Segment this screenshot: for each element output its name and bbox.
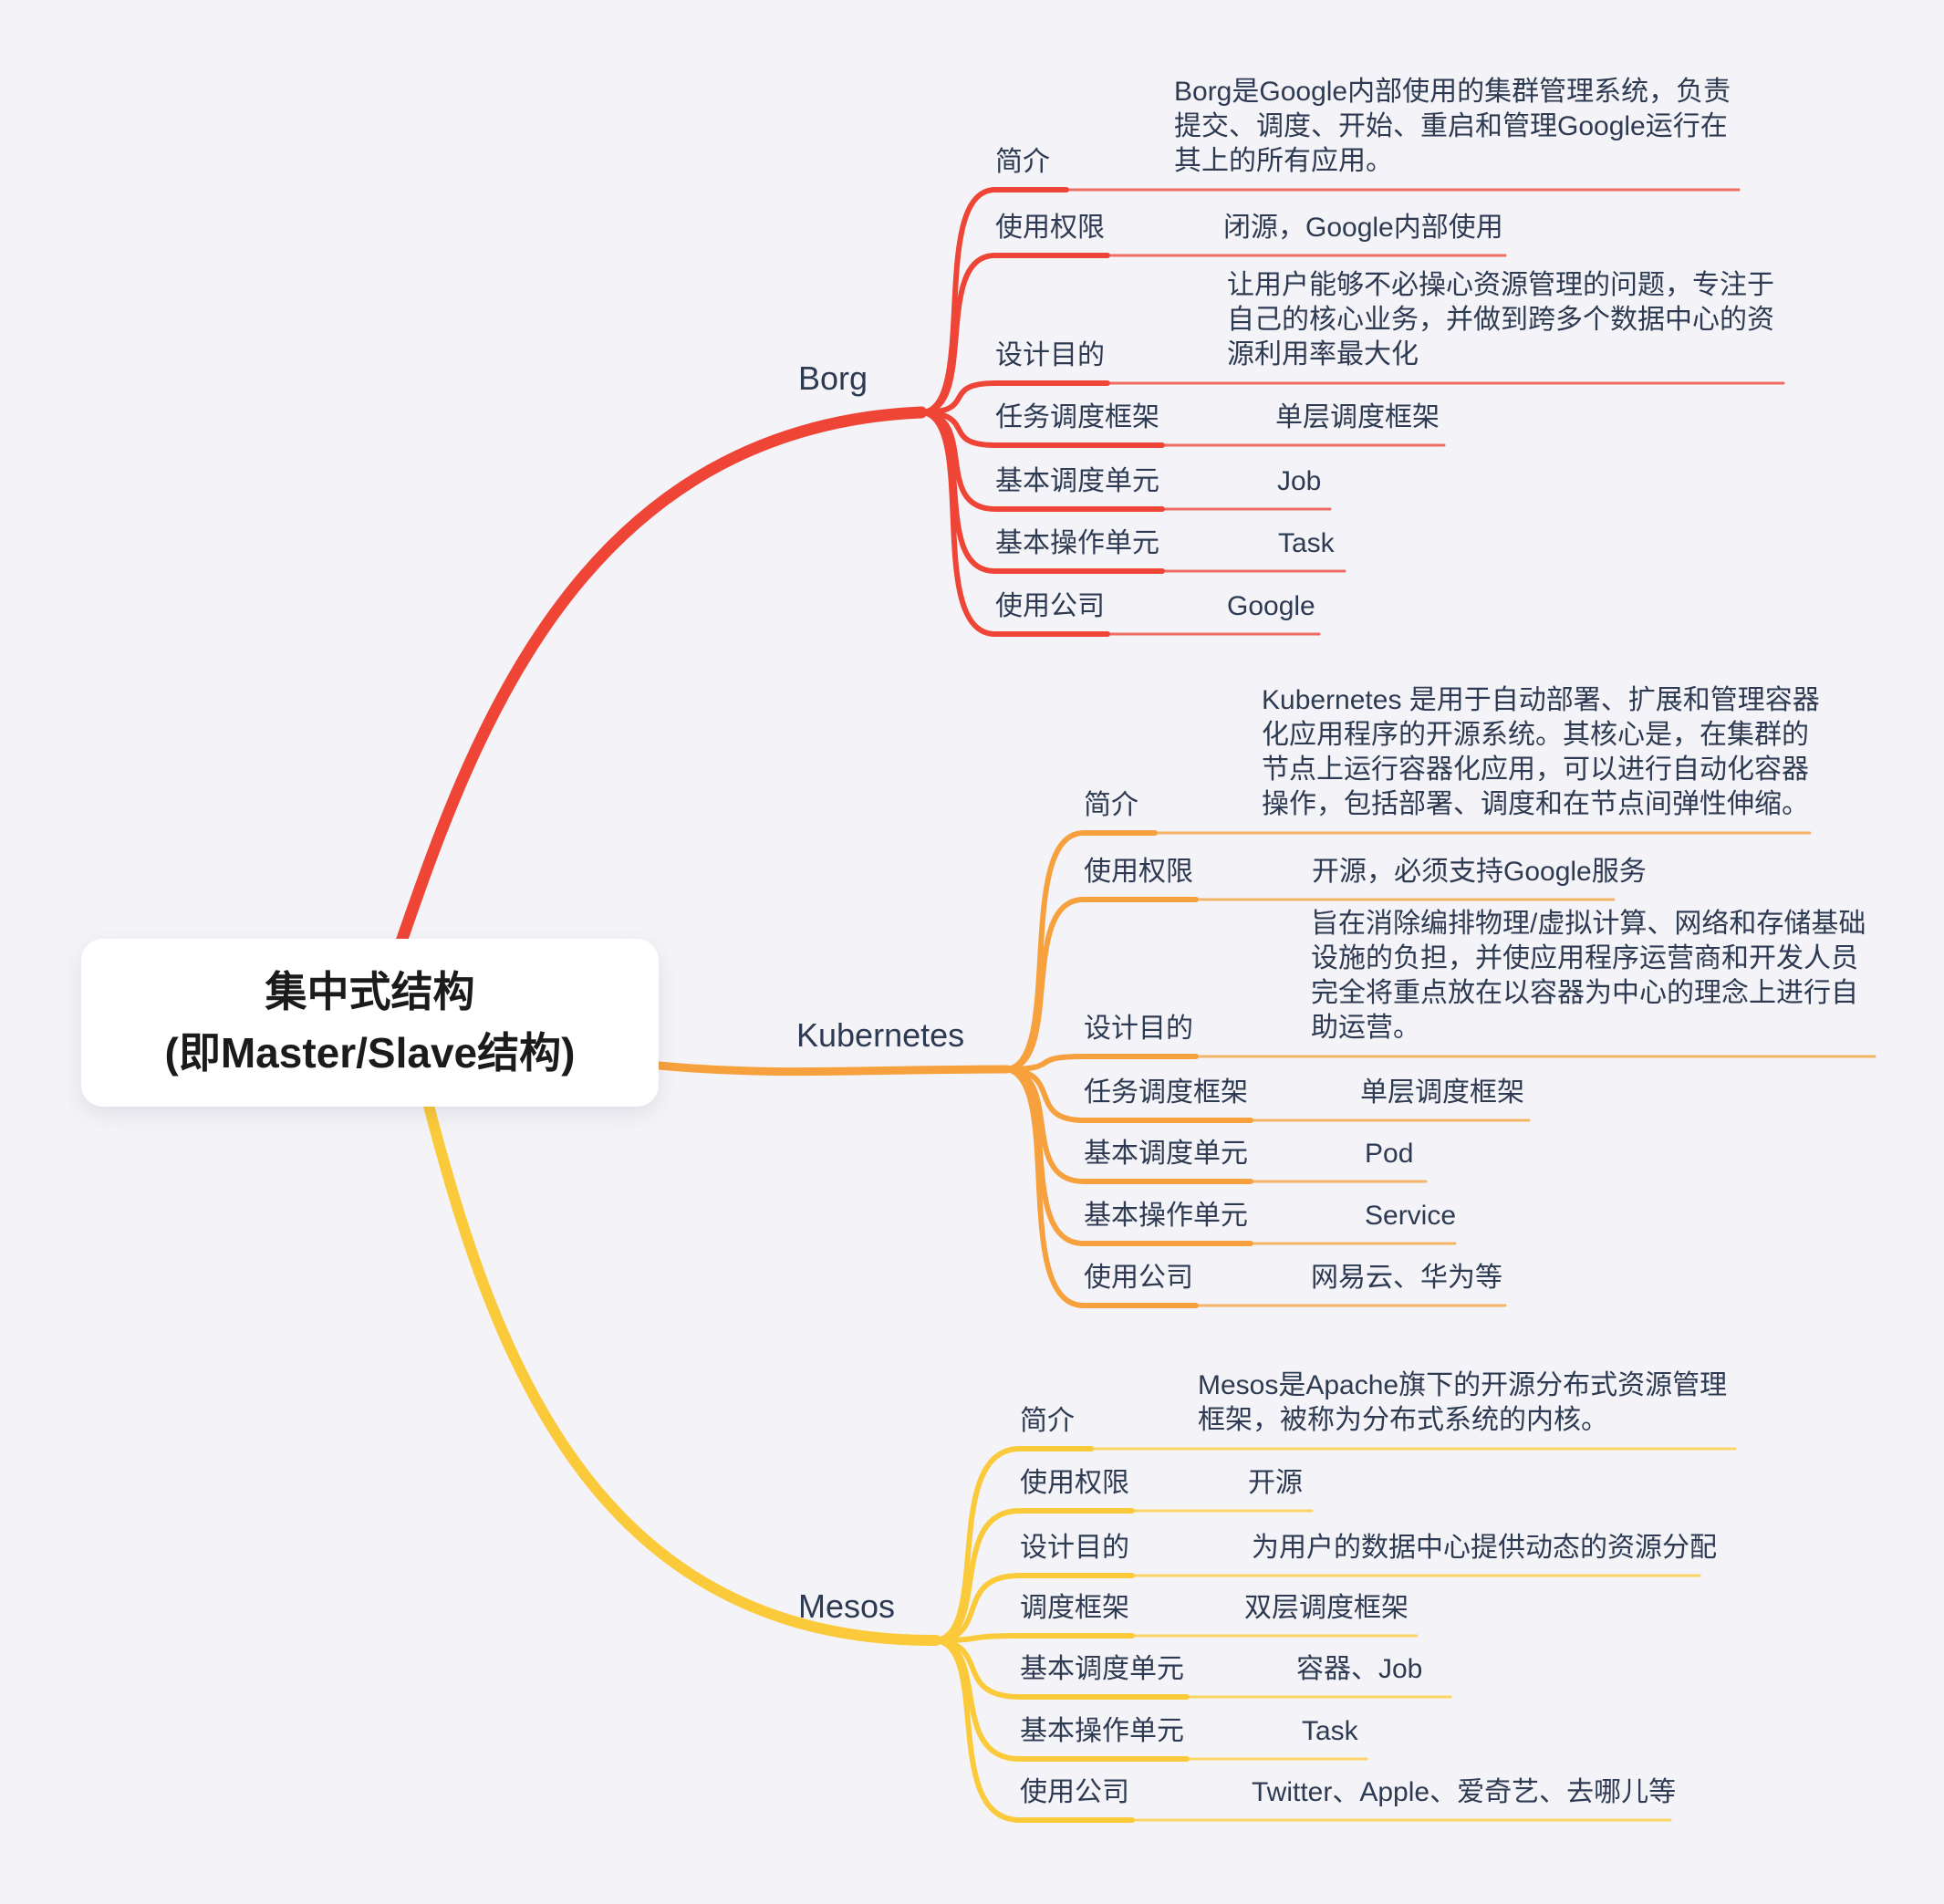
borg-connector <box>920 410 1165 448</box>
kubernetes-companies-label[interactable]: 使用公司 <box>1084 1262 1193 1293</box>
borg-operation-unit-label[interactable]: 基本操作单元 <box>995 527 1159 558</box>
mesos-connector <box>933 1638 1190 1700</box>
borg-trunk-line <box>395 406 928 948</box>
borg-connector <box>920 380 1110 415</box>
borg-intro-label[interactable]: 简介 <box>995 146 1050 177</box>
borg-scheduling-framework-label[interactable]: 任务调度框架 <box>995 401 1159 432</box>
mesos-scheduling-unit-label[interactable]: 基本调度单元 <box>1020 1653 1184 1684</box>
mesos-scheduling-unit-value[interactable]: 容器、Job <box>1296 1653 1423 1684</box>
kubernetes-purpose-value[interactable]: 旨在消除编排物理/虚拟计算、网络和存储基础设施的负担，并使应用程序运营商和开发人… <box>1311 909 1866 1043</box>
kubernetes-scheduling-unit-value[interactable]: Pod <box>1365 1138 1414 1169</box>
kubernetes-intro-label[interactable]: 简介 <box>1084 789 1138 820</box>
mesos-scheduling-framework-value[interactable]: 双层调度框架 <box>1244 1592 1409 1623</box>
kubernetes-scheduling-unit-label[interactable]: 基本调度单元 <box>1084 1138 1248 1169</box>
borg-scheduling-unit-value[interactable]: Job <box>1277 465 1322 496</box>
borg-scheduling-framework-value[interactable]: 单层调度框架 <box>1275 401 1440 432</box>
mesos-trunk-line <box>423 1100 941 1647</box>
branch-topic-mesos[interactable]: Mesos <box>798 1587 896 1625</box>
borg-intro-value[interactable]: Borg是Google内部使用的集群管理系统，负责提交、调度、开始、重启和管理G… <box>1174 77 1731 176</box>
mesos-connector <box>933 1638 1135 1823</box>
central-topic-subtitle: (即Master/Slave结构) <box>164 1029 576 1077</box>
mesos-companies-label[interactable]: 使用公司 <box>1020 1776 1129 1807</box>
kubernetes-operation-unit-value[interactable]: Service <box>1365 1200 1457 1231</box>
borg-purpose-label[interactable]: 设计目的 <box>995 339 1105 370</box>
borg-companies-value[interactable]: Google <box>1227 590 1315 621</box>
borg-branch-lines <box>395 187 1785 948</box>
central-topic[interactable]: 集中式结构 (即Master/Slave结构) <box>81 939 659 1107</box>
mesos-intro-value[interactable]: Mesos是Apache旗下的开源分布式资源管理框架，被称为分布式系统的内核。 <box>1198 1370 1728 1435</box>
kubernetes-purpose-label[interactable]: 设计目的 <box>1084 1013 1193 1044</box>
branch-topic-kubernetes[interactable]: Kubernetes <box>796 1015 965 1054</box>
kubernetes-connector <box>1004 1066 1199 1308</box>
kubernetes-access-value[interactable]: 开源，必须支持Google服务 <box>1312 856 1647 887</box>
mesos-connector <box>933 1446 1094 1643</box>
borg-access-value[interactable]: 闭源，Google内部使用 <box>1223 212 1503 243</box>
borg-connector <box>920 253 1110 415</box>
kubernetes-companies-value[interactable]: 网易云、华为等 <box>1311 1262 1502 1293</box>
kubernetes-trunk-line <box>654 1061 1012 1077</box>
mesos-connector <box>933 1508 1135 1643</box>
mesos-access-value[interactable]: 开源 <box>1248 1467 1303 1498</box>
mesos-access-label[interactable]: 使用权限 <box>1020 1467 1129 1498</box>
mesos-companies-value[interactable]: Twitter、Apple、爱奇艺、去哪儿等 <box>1252 1776 1677 1807</box>
borg-purpose-value[interactable]: 让用户能够不必操心资源管理的问题，专注于自己的核心业务，并做到跨多个数据中心的资… <box>1227 270 1774 369</box>
mesos-operation-unit-label[interactable]: 基本操作单元 <box>1020 1715 1184 1746</box>
mesos-scheduling-framework-label[interactable]: 调度框架 <box>1020 1592 1129 1623</box>
borg-operation-unit-value[interactable]: Task <box>1278 527 1335 558</box>
kubernetes-branch-lines <box>654 830 1876 1308</box>
central-topic-title: 集中式结构 <box>265 968 475 1016</box>
kubernetes-intro-value[interactable]: Kubernetes 是用于自动部署、扩展和管理容器化应用程序的开源系统。其核心… <box>1262 685 1820 819</box>
kubernetes-scheduling-framework-value[interactable]: 单层调度框架 <box>1360 1077 1524 1108</box>
borg-connector <box>920 410 1110 637</box>
mesos-connector <box>933 1573 1135 1643</box>
kubernetes-scheduling-framework-label[interactable]: 任务调度框架 <box>1084 1077 1248 1108</box>
kubernetes-connector <box>1004 1054 1199 1072</box>
mesos-operation-unit-value[interactable]: Task <box>1302 1715 1358 1746</box>
kubernetes-access-label[interactable]: 使用权限 <box>1084 856 1193 887</box>
mesos-connector <box>933 1633 1135 1643</box>
branch-topic-borg[interactable]: Borg <box>798 359 868 397</box>
mesos-purpose-label[interactable]: 设计目的 <box>1020 1532 1129 1563</box>
kubernetes-connector <box>1004 897 1199 1072</box>
kubernetes-connector <box>1004 1066 1253 1123</box>
borg-scheduling-unit-label[interactable]: 基本调度单元 <box>995 465 1159 496</box>
mesos-branch-lines <box>423 1100 1737 1823</box>
borg-companies-label[interactable]: 使用公司 <box>995 590 1105 621</box>
kubernetes-operation-unit-label[interactable]: 基本操作单元 <box>1084 1200 1248 1231</box>
mesos-purpose-value[interactable]: 为用户的数据中心提供动态的资源分配 <box>1252 1532 1717 1563</box>
mesos-intro-label[interactable]: 简介 <box>1020 1405 1075 1436</box>
borg-access-label[interactable]: 使用权限 <box>995 212 1105 243</box>
